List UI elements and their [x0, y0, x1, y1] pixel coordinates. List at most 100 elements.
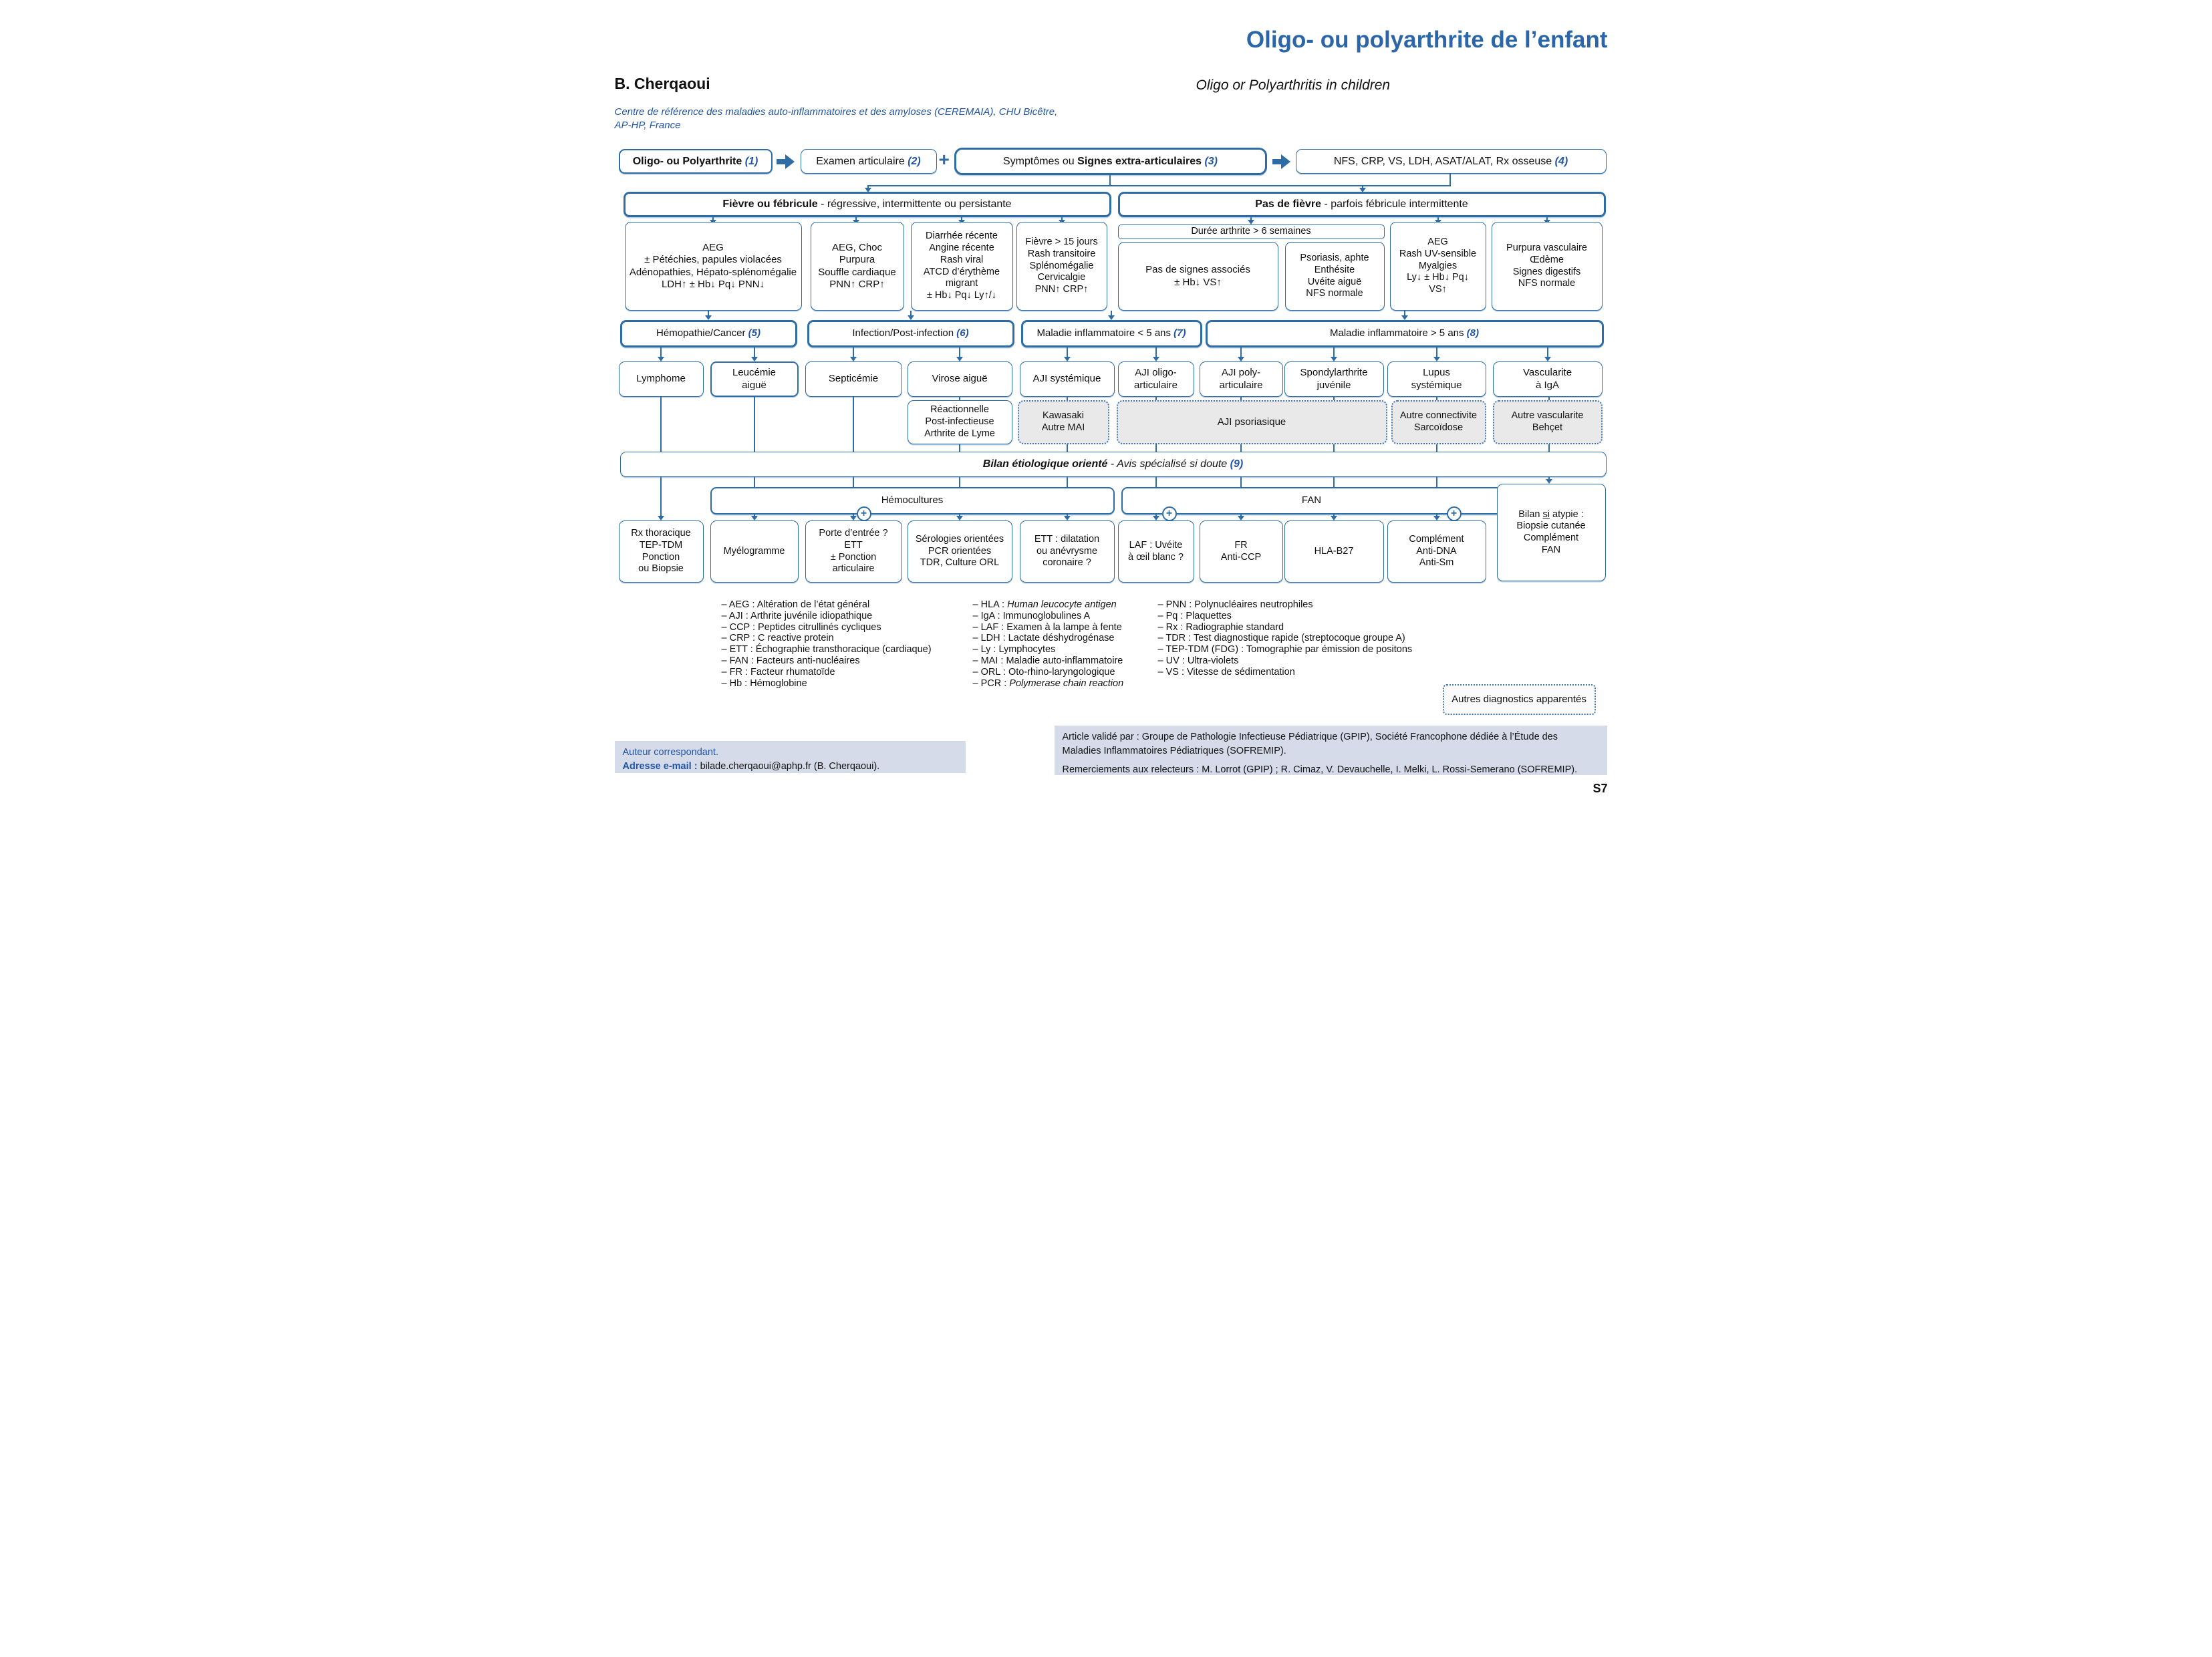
- bilan-label-bold: Bilan étiologique orienté: [982, 458, 1108, 470]
- category-number: (5): [748, 327, 761, 339]
- arrowhead-icon: [907, 315, 914, 320]
- step-number: (1): [744, 155, 758, 167]
- bilan-etiologique: Bilan étiologique orienté - Avis spécial…: [619, 452, 1607, 477]
- connector-line: [1546, 217, 1548, 220]
- category-label: Maladie inflammatoire > 5 ans: [1329, 327, 1467, 339]
- arrowhead-icon: [849, 357, 857, 361]
- arrowhead-icon: [1545, 479, 1552, 484]
- arrowhead-icon: [750, 357, 758, 361]
- category-inflammatoire-plus-5ans: Maladie inflammatoire > 5 ans (8): [1205, 320, 1604, 347]
- validation-box: Article validé par : Groupe de Pathologi…: [1054, 726, 1607, 776]
- category-number: (6): [956, 327, 969, 339]
- abbreviation-item: – ORL : Oto-rhino-laryngologique: [972, 666, 1115, 677]
- diagnosis-lupus: Lupus systémique: [1387, 361, 1486, 397]
- atypie-post: atypie :: [1549, 508, 1584, 520]
- connector-line: [1155, 347, 1157, 357]
- test-laf-uveite: LAF : Uvéite à œil blanc ?: [1117, 520, 1194, 583]
- signs-post-infection: Diarrhée récente Angine récente Rash vir…: [910, 222, 1013, 311]
- abbreviation-item: – MAI : Maladie auto-inflammatoire: [972, 655, 1123, 666]
- bilan-label-rest: - Avis spécialisé si doute: [1107, 458, 1230, 470]
- email-value: bilade.cherqaoui@aphp.fr (B. Cherqaoui).: [700, 761, 880, 772]
- correspondence-line1: Auteur correspondant.: [622, 747, 718, 758]
- connector-line: [852, 347, 854, 357]
- related-autre-vascularite: Autre vascularite Behçet: [1492, 400, 1603, 444]
- connector-line: [1361, 185, 1363, 188]
- connector-line: [753, 347, 755, 357]
- step-bilan-biologique: NFS, CRP, VS, LDH, ASAT/ALAT, Rx osseuse…: [1295, 149, 1607, 174]
- connector-line: [960, 217, 962, 220]
- test-myelogramme: Myélogramme: [710, 520, 799, 583]
- abbreviation-item: – LAF : Examen à la lampe à fente: [972, 621, 1122, 633]
- arrowhead-icon: [1237, 357, 1244, 361]
- test-complement: Complément Anti-DNA Anti-Sm: [1387, 520, 1486, 583]
- diagnosis-spondylarthrite: Spondylarthrite juvénile: [1284, 361, 1384, 397]
- connector-line: [1435, 347, 1437, 357]
- branch-label-bold: Pas de fièvre: [1255, 198, 1322, 210]
- diagnosis-virose-aigue: Virose aiguë: [907, 361, 1012, 397]
- abbreviation-item: – IgA : Immunoglobulines A: [972, 610, 1091, 621]
- branch-label-bold: Fièvre ou fébricule: [722, 198, 818, 210]
- test-porte-entree: Porte d’entrée ? ETT ± Ponction articula…: [805, 520, 902, 583]
- abbreviation-item: – TDR : Test diagnostique rapide (strept…: [1157, 633, 1405, 644]
- abbreviation-item: – HLA : Human leucocyte antigen: [972, 599, 1117, 610]
- abbreviation-item: – LDH : Lactate déshydrogénase: [972, 633, 1115, 644]
- test-rx-thoracique: Rx thoracique TEP-TDM Ponction ou Biopsi…: [618, 520, 704, 583]
- connector-line: [855, 217, 857, 220]
- connector-line: [1449, 174, 1451, 185]
- branch-label-rest: - régressive, intermittente ou persistan…: [817, 198, 1012, 210]
- figure-page: Oligo- ou polyarthrite de l’enfant B. Ch…: [553, 0, 1659, 828]
- test-ett-coronaire: ETT : dilatation ou anévrysme coronaire …: [1019, 520, 1115, 583]
- arrowhead-icon: [1433, 516, 1440, 520]
- plus-icon: +: [938, 149, 950, 170]
- arrowhead-icon: [657, 357, 664, 361]
- arrowhead-icon: [1330, 357, 1337, 361]
- arrowhead-icon: [1330, 516, 1337, 520]
- arrowhead-icon: [1401, 315, 1408, 320]
- abbreviation-item: – CRP : C reactive protein: [721, 633, 834, 644]
- step-label-bold: Signes extra-articulaires: [1077, 155, 1205, 167]
- arrowhead-icon: [1152, 357, 1159, 361]
- abbreviation-item: – FR : Facteur rhumatoïde: [721, 666, 835, 677]
- connector-line: [958, 347, 960, 357]
- connector-line: [867, 185, 1451, 186]
- test-fr-anti-ccp: FR Anti-CCP: [1199, 520, 1283, 583]
- abbreviation-item: – UV : Ultra-violets: [1157, 655, 1239, 666]
- plus-circle-icon: +: [1161, 506, 1177, 521]
- arrowhead-icon: [657, 516, 664, 520]
- author-name: B. Cherqaoui: [614, 75, 710, 92]
- signs-hemopathie: AEG ± Pétéchies, papules violacées Adéno…: [624, 222, 802, 311]
- flow-arrow-icon: [1272, 154, 1291, 169]
- diagnosis-aji-systemique: AJI systémique: [1019, 361, 1115, 397]
- arrowhead-icon: [956, 516, 963, 520]
- atypie-pre: Bilan: [1518, 508, 1543, 520]
- related-autre-connectivite: Autre connectivite Sarcoïdose: [1391, 400, 1486, 444]
- connector-line: [1333, 347, 1335, 357]
- legend-autres-diagnostics: Autres diagnostics apparentés: [1442, 684, 1596, 715]
- arrowhead-icon: [956, 357, 963, 361]
- connector-line: [660, 347, 662, 357]
- branch-pas-de-fievre: Pas de fièvre - parfois fébricule interm…: [1117, 192, 1606, 217]
- atypie-rest: Biopsie cutanée Complément FAN: [1516, 520, 1586, 555]
- category-number: (8): [1466, 327, 1480, 339]
- abbreviation-item: – AJI : Arthrite juvénile idiopathique: [721, 610, 873, 621]
- connector-line: [1250, 217, 1252, 220]
- branch-label-rest: - parfois fébricule intermittente: [1321, 198, 1468, 210]
- abbreviation-item: – VS : Vitesse de sédimentation: [1157, 666, 1295, 677]
- connector-line: [1403, 311, 1405, 316]
- category-label: Infection/Post-infection: [852, 327, 957, 339]
- author-affiliation: Centre de référence des maladies auto-in…: [614, 106, 1058, 132]
- correspondence-box: Auteur correspondant. Adresse e-mail : b…: [614, 741, 966, 773]
- page-title: Oligo- ou polyarthrite de l’enfant: [1246, 27, 1608, 53]
- atypie-underlined: si: [1542, 508, 1550, 520]
- validation-paragraph-2: Remerciements aux relecteurs : M. Lorrot…: [1062, 764, 1578, 776]
- step-label: NFS, CRP, VS, LDH, ASAT/ALAT, Rx osseuse: [1333, 155, 1555, 167]
- flow-arrow-icon: [776, 154, 795, 169]
- diagnosis-lymphome: Lymphome: [618, 361, 704, 397]
- workup-fan: FAN: [1121, 487, 1502, 514]
- step-number: (2): [908, 155, 921, 167]
- abbreviation-item: – Rx : Radiographie standard: [1157, 621, 1284, 633]
- category-label: Maladie inflammatoire < 5 ans: [1036, 327, 1174, 339]
- workup-bilan-si-atypie: Bilan si atypie : Biopsie cutanée Complé…: [1496, 484, 1606, 581]
- connector-line: [1066, 347, 1068, 357]
- abbreviations-column-3: – PNN : Polynucléaires neutrophiles– Pq …: [1158, 599, 1439, 678]
